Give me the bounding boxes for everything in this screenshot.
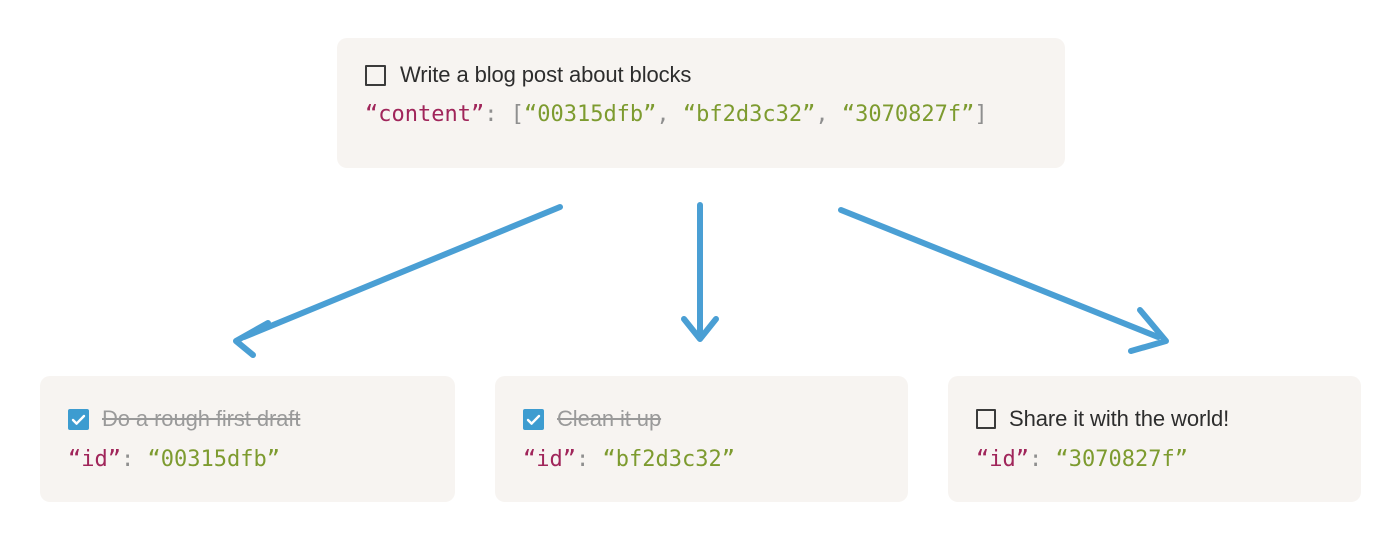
arrow-to-left-child bbox=[233, 204, 563, 358]
json-value-id: “3070827f” bbox=[1055, 447, 1188, 472]
json-value-id: “bf2d3c32” bbox=[602, 447, 735, 472]
json-colon: : bbox=[1028, 447, 1043, 472]
child-1-todo-row[interactable]: Do a rough first draft bbox=[68, 404, 427, 434]
child-3-json-id: “id”: “3070827f” bbox=[976, 447, 1333, 472]
json-space bbox=[589, 447, 602, 472]
checkbox-unchecked-icon[interactable] bbox=[365, 64, 386, 86]
json-separator-2: , bbox=[815, 102, 842, 127]
json-key-id: “id” bbox=[523, 447, 576, 472]
child-block-card-1[interactable]: Do a rough first draft “id”: “00315dfb” bbox=[40, 376, 455, 502]
child-2-todo-row[interactable]: Clean it up bbox=[523, 404, 880, 434]
json-key-id: “id” bbox=[68, 447, 121, 472]
json-value-id: “00315dfb” bbox=[147, 447, 280, 472]
arrow-to-right-child bbox=[838, 207, 1169, 354]
arrow-to-middle-child bbox=[681, 202, 719, 342]
child-3-todo-label: Share it with the world! bbox=[1009, 406, 1230, 431]
json-open-bracket: [ bbox=[510, 102, 524, 127]
json-space bbox=[497, 102, 510, 127]
parent-todo-row[interactable]: Write a blog post about blocks bbox=[365, 60, 1037, 90]
json-colon: : bbox=[484, 102, 498, 127]
child-1-json-id: “id”: “00315dfb” bbox=[68, 447, 427, 472]
json-key-content: “content” bbox=[365, 102, 485, 127]
json-colon: : bbox=[120, 447, 135, 472]
json-separator-1: , bbox=[656, 102, 683, 127]
child-2-json-id: “id”: “bf2d3c32” bbox=[523, 447, 880, 472]
json-space bbox=[1042, 447, 1055, 472]
checkbox-checked-icon[interactable] bbox=[523, 408, 544, 430]
parent-block-card[interactable]: Write a blog post about blocks “content”… bbox=[337, 38, 1065, 168]
child-block-card-3[interactable]: Share it with the world! “id”: “3070827f… bbox=[948, 376, 1361, 502]
checkbox-unchecked-icon[interactable] bbox=[976, 409, 996, 429]
child-3-todo-row[interactable]: Share it with the world! bbox=[976, 404, 1333, 434]
json-value-child-3: “3070827f” bbox=[841, 102, 975, 127]
parent-json-content: “content”: [“00315dfb”, “bf2d3c32”, “307… bbox=[365, 102, 1037, 127]
json-value-child-1: “00315dfb” bbox=[523, 102, 657, 127]
checkbox-checked-icon[interactable] bbox=[68, 408, 89, 430]
parent-todo-label: Write a blog post about blocks bbox=[400, 62, 692, 87]
json-colon: : bbox=[575, 447, 590, 472]
json-close-bracket: ] bbox=[974, 102, 988, 127]
json-value-child-2: “bf2d3c32” bbox=[682, 102, 816, 127]
json-space bbox=[134, 447, 147, 472]
json-key-id: “id” bbox=[976, 447, 1029, 472]
child-block-card-2[interactable]: Clean it up “id”: “bf2d3c32” bbox=[495, 376, 908, 502]
child-2-todo-label: Clean it up bbox=[557, 406, 662, 431]
child-1-todo-label: Do a rough first draft bbox=[102, 406, 301, 431]
